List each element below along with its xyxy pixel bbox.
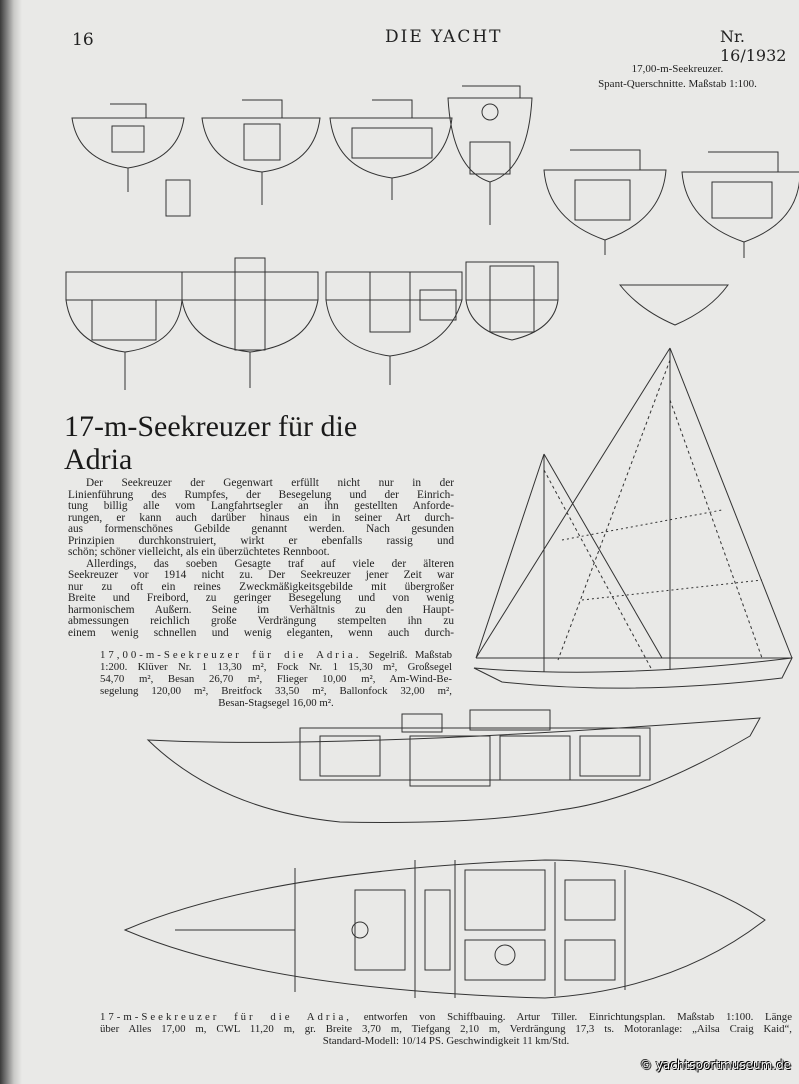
body-line: tung billig alle vom Langfahrtsegler an …: [68, 501, 454, 512]
plan-caption-line-2: über Alles 17,00 m, CWL 11,20 m, gr. Bre…: [100, 1023, 792, 1035]
running-head: DIE YACHT: [385, 27, 503, 47]
body-line: Prinzipien durchkonstruiert, wirkt er eb…: [68, 535, 454, 547]
watermark: © yachtsportmuseum.de: [640, 1058, 792, 1072]
sail-caption-line-2: 1:200. Klüver Nr. 1 13,30 m², Fock Nr. 1…: [100, 661, 452, 673]
body-line: aus formenschönes Gebilde genannt werden…: [68, 524, 454, 535]
sail-caption-line-1: 17,00-m-Seekreuzer für die Adria. Segelr…: [100, 649, 452, 661]
section-row-2: [65, 257, 729, 390]
issue-number: Nr. 16/1932: [720, 27, 787, 65]
body-line: Linienführung des Rumpfes, der Besegelun…: [68, 489, 454, 501]
sections-caption: 17,00-m-Seekreuzer. Spant-Querschnitte. …: [560, 62, 795, 92]
body-line: rungen, er kann auch darüber hinaus ein …: [68, 512, 454, 524]
profile-drawing: [146, 709, 761, 823]
sail-plan-caption: 17,00-m-Seekreuzer für die Adria. Segelr…: [100, 649, 452, 709]
body-line: Allerdings, das soeben Gesagte traf auf …: [86, 558, 454, 570]
body-line: Breite und Freibord, zu geringer Besegel…: [68, 593, 454, 604]
title-line-1: 17-m-Seekreuzer für die: [64, 410, 358, 443]
scan-page-edge: [0, 0, 22, 1084]
body-line: nur zu oft ein reines Zweckmäßigkeitsgeb…: [68, 581, 454, 593]
body-line: schön; schöner vielleicht, als ein überz…: [68, 547, 330, 558]
section-row-1: [71, 85, 799, 258]
cross-sections-drawing: [65, 85, 799, 390]
body-line: abmessungen reichlich große Verdrängung …: [68, 616, 454, 627]
article-body: Der Seekreuzer der Gegenwart erfüllt nic…: [68, 478, 454, 639]
sail-caption-line-5: Besan-Stagsegel 16,00 m².: [218, 697, 334, 709]
body-line: Seekreuzer vor 1914 nicht zu. Der Seekre…: [68, 570, 454, 581]
sail-plan-drawing: [473, 347, 793, 689]
accommodation-plan-caption: 17-m-Seekreuzer für die Adria, entworfen…: [100, 1011, 792, 1047]
page-number: 16: [72, 30, 94, 50]
sail-caption-line-4: segelung 120,00 m², Breitfock 33,50 m², …: [100, 685, 452, 697]
accommodation-plan-drawing: [123, 859, 766, 999]
title-line-2: Adria: [64, 443, 133, 476]
article-title: 17-m-Seekreuzer für die Adria: [64, 410, 357, 476]
sections-caption-line1: 17,00-m-Seekreuzer.: [631, 63, 724, 75]
plan-caption-line-3: Standard-Modell: 10/14 PS. Geschwindigke…: [322, 1035, 570, 1047]
sections-caption-line2: Spant-Querschnitte. Maßstab 1:100.: [598, 78, 757, 90]
body-line: Der Seekreuzer der Gegenwart erfüllt nic…: [86, 478, 454, 489]
body-line: harmonischem Äußern. Seine im Verhältnis…: [68, 604, 454, 616]
plan-caption-line-1: 17-m-Seekreuzer für die Adria, entworfen…: [100, 1011, 792, 1023]
body-line: einem wenig schnellen und wenig elegante…: [68, 627, 454, 639]
sail-caption-line-3: 54,70 m², Besan 26,70 m², Flieger 10,00 …: [100, 673, 452, 685]
